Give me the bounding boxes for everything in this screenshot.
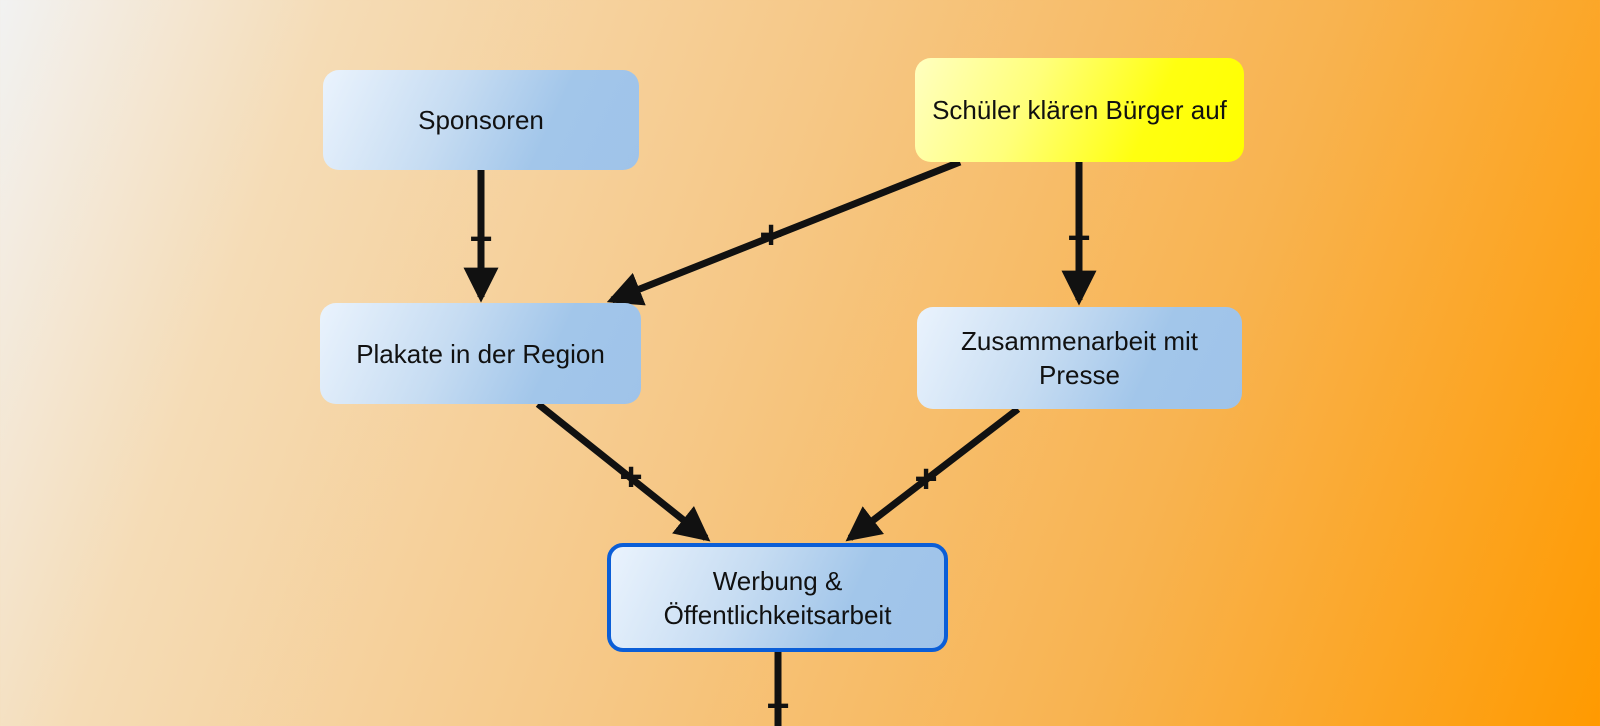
edge-label-schueler-presse: +: [1067, 216, 1091, 260]
edge-label-sponsoren-plakate: +: [469, 217, 493, 261]
node-schueler-label: Schüler klären Bürger auf: [932, 95, 1227, 125]
node-presse-label: Zusammenarbeit mit Presse: [961, 326, 1198, 390]
node-presse[interactable]: Zusammenarbeit mit Presse: [917, 307, 1242, 409]
edge-label-schueler-plakate: +: [759, 213, 783, 257]
node-sponsoren[interactable]: Sponsoren: [323, 70, 639, 170]
node-schueler[interactable]: Schüler klären Bürger auf: [915, 58, 1244, 162]
edge-schueler-plakate[interactable]: [606, 158, 962, 306]
edge-label-plakate-werbung: +: [619, 455, 643, 499]
node-werbung[interactable]: Werbung & Öffentlichkeitsarbeit: [607, 543, 948, 652]
edge-label-werbung-offscreen: +: [766, 684, 790, 726]
edge-plakate-werbung[interactable]: [535, 401, 711, 542]
edge-label-presse-werbung: +: [914, 457, 938, 501]
node-plakate-label: Plakate in der Region: [356, 338, 605, 369]
node-sponsoren-label: Sponsoren: [418, 105, 544, 135]
node-werbung-label: Werbung & Öffentlichkeitsarbeit: [663, 565, 892, 630]
edge-presse-werbung[interactable]: [845, 406, 1021, 542]
node-plakate[interactable]: Plakate in der Region: [320, 303, 641, 404]
